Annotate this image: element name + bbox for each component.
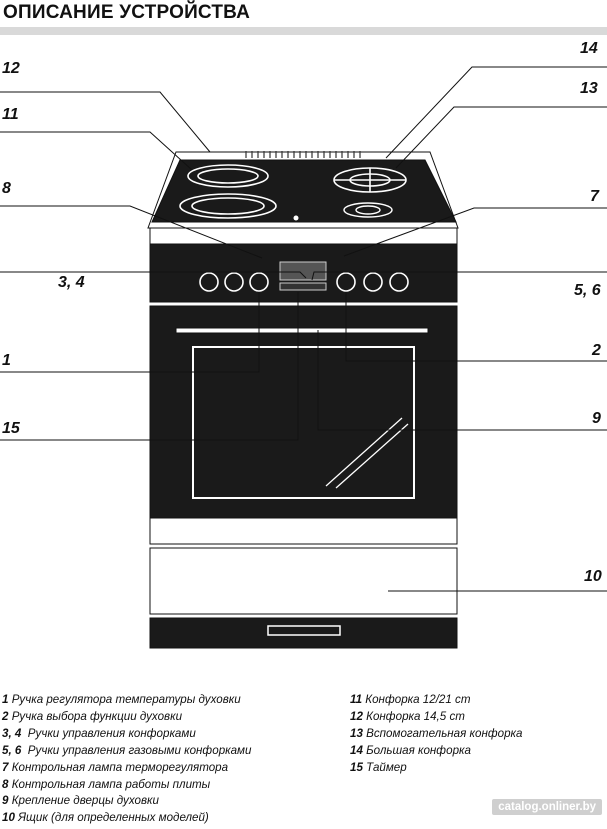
- electric-burner-front: [179, 193, 277, 219]
- legend-item: 13 Вспомогательная конфорка: [350, 726, 523, 740]
- hob-indicator-dots: [293, 215, 299, 221]
- leader-12: [0, 91, 211, 153]
- legend-item: 3, 4 Ручки управления конфорками: [2, 726, 196, 740]
- knob-3: [199, 272, 219, 292]
- callout-10: 10: [584, 568, 602, 585]
- legend-item: 9 Крепление дверцы духовки: [2, 794, 159, 808]
- leader-14: [385, 66, 607, 159]
- legend-item: 10 Ящик (для определенных моделей): [2, 811, 209, 825]
- timer-buttons: [279, 282, 327, 291]
- control-panel: [149, 227, 458, 303]
- oven-window-reflection: [325, 417, 409, 489]
- legend-item: 2 Ручка выбора функции духовки: [2, 709, 183, 723]
- title-underline-bar: [0, 27, 607, 35]
- leader-8: [0, 205, 263, 259]
- knob-2: [336, 272, 356, 292]
- legend-item: 7 Контрольная лампа терморегулятора: [2, 760, 229, 774]
- page-title: ОПИСАНИЕ УСТРОЙСТВА: [3, 2, 251, 23]
- leader-7: [343, 207, 607, 257]
- oven-door-bottom-strip: [149, 517, 458, 545]
- legend-right: 11 Конфорка 12/21 cm 12 Конфорка 14,5 cm…: [350, 692, 522, 777]
- callout-8: 8: [2, 180, 11, 197]
- gas-burner-large: [333, 167, 407, 193]
- callout-13: 13: [580, 80, 598, 97]
- legend-item: 14 Большая конфорка: [350, 743, 471, 757]
- leader-1: [0, 292, 260, 373]
- callout-1: 1: [2, 352, 11, 369]
- plinth: [149, 617, 458, 649]
- knob-6: [389, 272, 409, 292]
- control-panel-top-strip: [149, 227, 458, 245]
- legend-item: 8 Контрольная лампа работы плиты: [2, 777, 211, 791]
- legend-item: 11 Конфорка 12/21 cm: [350, 693, 471, 706]
- callout-7: 7: [590, 188, 599, 205]
- leader-lines: [0, 66, 607, 592]
- knob-5: [363, 272, 383, 292]
- leader-3-4: [0, 271, 307, 279]
- callout-15: 15: [2, 420, 20, 437]
- oven-window: [192, 346, 415, 499]
- callout-11: 11: [2, 106, 19, 123]
- gas-burner-small: [343, 202, 393, 218]
- timer-display: [279, 261, 327, 281]
- leader-2: [345, 292, 607, 362]
- hob: [147, 151, 459, 229]
- legend-item: 15 Таймер: [350, 760, 407, 774]
- drawer: [149, 547, 458, 649]
- leader-5-6: [311, 271, 607, 281]
- oven-door: [149, 305, 458, 545]
- legend-left: 1 Ручка регулятора температуры духовки 2…: [2, 692, 251, 827]
- drawer-handle: [267, 625, 341, 636]
- callout-9: 9: [592, 410, 601, 427]
- oven-door-handle: [175, 327, 429, 334]
- knob-4: [224, 272, 244, 292]
- electric-burner-rear: [187, 164, 269, 188]
- callout-3-4: 3, 4: [58, 274, 85, 291]
- callout-5-6: 5, 6: [574, 282, 601, 299]
- leader-13: [395, 106, 607, 169]
- callout-2: 2: [592, 342, 601, 359]
- legend-item: 5, 6 Ручки управления газовыми конфоркам…: [2, 743, 252, 757]
- callout-14: 14: [580, 40, 598, 57]
- legend-item: 12 Конфорка 14,5 cm: [350, 709, 465, 723]
- leader-11: [0, 131, 193, 171]
- leader-9: [317, 330, 607, 431]
- leader-15: [0, 292, 299, 441]
- hob-rim: [147, 151, 459, 229]
- watermark: catalog.onliner.by: [492, 799, 602, 815]
- callout-12: 12: [2, 60, 20, 77]
- knob-1: [249, 272, 269, 292]
- legend-item: 1 Ручка регулятора температуры духовки: [2, 693, 241, 706]
- hob-vent-slots: [245, 151, 361, 158]
- drawer-front: [149, 547, 458, 615]
